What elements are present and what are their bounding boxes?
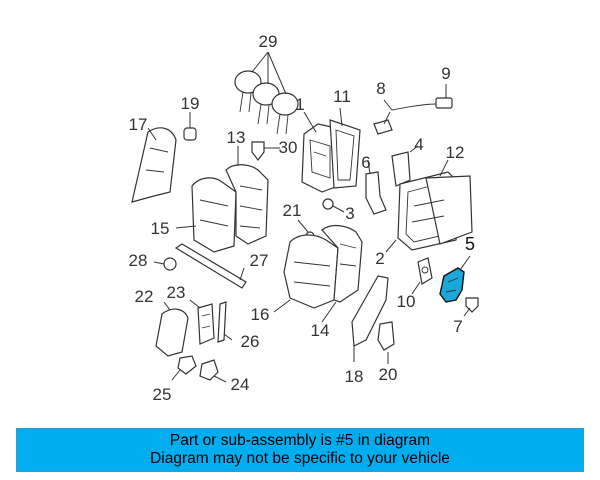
part-10 xyxy=(411,257,433,295)
part-22-cushion xyxy=(155,301,189,357)
callout-24: 24 xyxy=(231,375,250,394)
part-16-seat-back xyxy=(273,224,363,323)
callout-28: 28 xyxy=(129,251,148,270)
headrest-group xyxy=(234,51,299,135)
part-18-panel xyxy=(351,275,389,362)
part-6-bracket xyxy=(365,159,387,215)
part-7 xyxy=(463,297,479,317)
part-15-seat-back xyxy=(175,146,269,253)
callout-6: 6 xyxy=(361,153,370,172)
callout-2: 2 xyxy=(375,249,384,268)
callout-18: 18 xyxy=(345,367,364,386)
part-1-frame xyxy=(301,107,361,193)
part-17 xyxy=(131,127,177,203)
part-20 xyxy=(377,321,395,364)
part-8-cable xyxy=(373,84,453,135)
banner-line-part: Part or sub-assembly is #5 in diagram xyxy=(169,432,431,449)
callout-4: 4 xyxy=(414,135,423,154)
parts-diagram: 29 19 17 13 30 1 11 8 9 4 12 6 3 15 21 2… xyxy=(129,32,479,404)
callout-14: 14 xyxy=(311,321,330,340)
callout-5: 5 xyxy=(465,234,475,254)
callout-29: 29 xyxy=(259,32,278,51)
callout-3: 3 xyxy=(345,204,354,223)
part-3 xyxy=(322,198,345,213)
callout-7: 7 xyxy=(453,317,462,336)
part-28 xyxy=(153,257,177,271)
callout-22: 22 xyxy=(135,287,154,306)
callout-13: 13 xyxy=(227,128,246,147)
callout-21: 21 xyxy=(283,201,302,220)
part-23-frame xyxy=(189,299,215,345)
callout-12: 12 xyxy=(446,143,465,162)
callout-17: 17 xyxy=(129,115,148,134)
callout-10: 10 xyxy=(397,292,416,311)
callout-23: 23 xyxy=(167,283,186,302)
part-25 xyxy=(171,355,197,381)
callout-25: 25 xyxy=(153,385,172,404)
part-4-bracket xyxy=(391,145,419,187)
banner-line-disclaimer: Diagram may not be specific to your vehi… xyxy=(150,450,450,467)
callout-15: 15 xyxy=(151,219,170,238)
info-banner: Part or sub-assembly is #5 in diagram Di… xyxy=(16,428,584,472)
callout-1: 1 xyxy=(295,95,304,114)
callout-16: 16 xyxy=(251,305,270,324)
part-24 xyxy=(199,359,227,383)
part-5-highlighted xyxy=(439,255,471,303)
callout-19: 19 xyxy=(181,94,200,113)
callout-11: 11 xyxy=(333,87,351,106)
part-26-bar xyxy=(217,301,233,343)
part-12-frame xyxy=(385,159,473,253)
callout-30: 30 xyxy=(279,138,298,157)
callout-9: 9 xyxy=(441,64,450,83)
callout-8: 8 xyxy=(376,79,385,98)
part-27-bar xyxy=(174,243,247,289)
callout-27: 27 xyxy=(250,251,269,270)
part-30 xyxy=(251,141,280,161)
part-19 xyxy=(183,112,197,141)
callout-20: 20 xyxy=(379,365,398,384)
callout-26: 26 xyxy=(241,332,260,351)
